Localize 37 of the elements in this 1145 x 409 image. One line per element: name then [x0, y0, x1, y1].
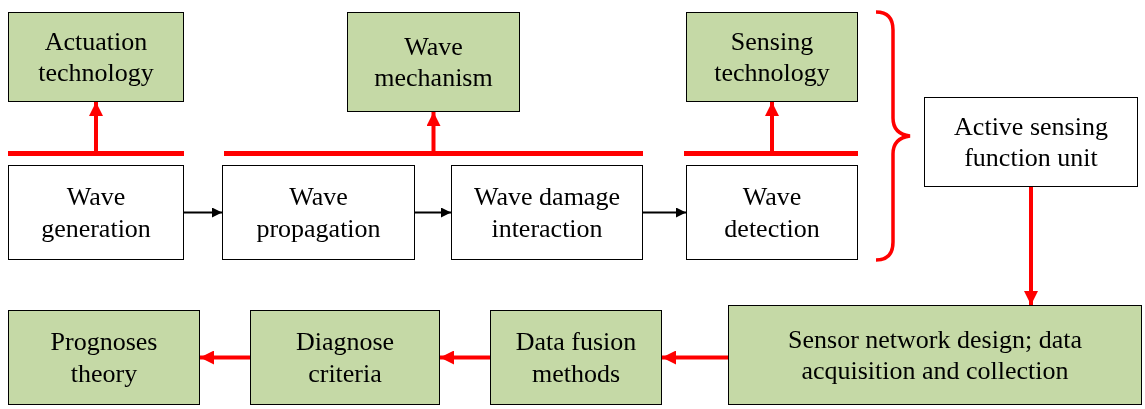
process-box [222, 165, 415, 260]
box-label: Wave propagation [255, 181, 382, 244]
arrow [89, 102, 103, 151]
box-label: Wave generation [40, 181, 152, 244]
process-box [250, 310, 440, 405]
process-box [686, 12, 858, 102]
box-label: Wave detection [723, 181, 821, 244]
bracket-bar [8, 151, 184, 156]
arrow [440, 350, 490, 365]
arrow [183, 207, 223, 218]
arrow [662, 350, 728, 365]
box-label: Active sensing function unit [953, 110, 1109, 174]
box-label: Wave damage interaction [473, 181, 621, 244]
process-box [8, 12, 184, 102]
box-label: Actuation technology [37, 25, 155, 89]
arrow [414, 207, 452, 218]
arrow [1024, 187, 1038, 305]
box-label: Sensing technology [713, 25, 831, 89]
process-box [728, 305, 1142, 405]
process-box [924, 97, 1138, 187]
arrow [765, 102, 779, 151]
process-box [686, 165, 858, 260]
arrow [200, 350, 250, 365]
process-box [347, 12, 520, 112]
box-label: Sensor network design; data acquisition and collection [787, 323, 1083, 387]
arrow [642, 207, 687, 218]
box-label: Data fusion methods [514, 326, 638, 389]
arrow [426, 112, 441, 151]
bracket-bar [684, 151, 858, 156]
box-label: Prognoses theory [49, 326, 159, 389]
box-label: Wave mechanism [373, 30, 494, 94]
process-box [490, 310, 662, 405]
process-box [8, 310, 200, 405]
process-box [451, 165, 643, 260]
process-box [8, 165, 184, 260]
box-label: Diagnose criteria [294, 326, 396, 389]
bracket-bar [224, 151, 643, 156]
